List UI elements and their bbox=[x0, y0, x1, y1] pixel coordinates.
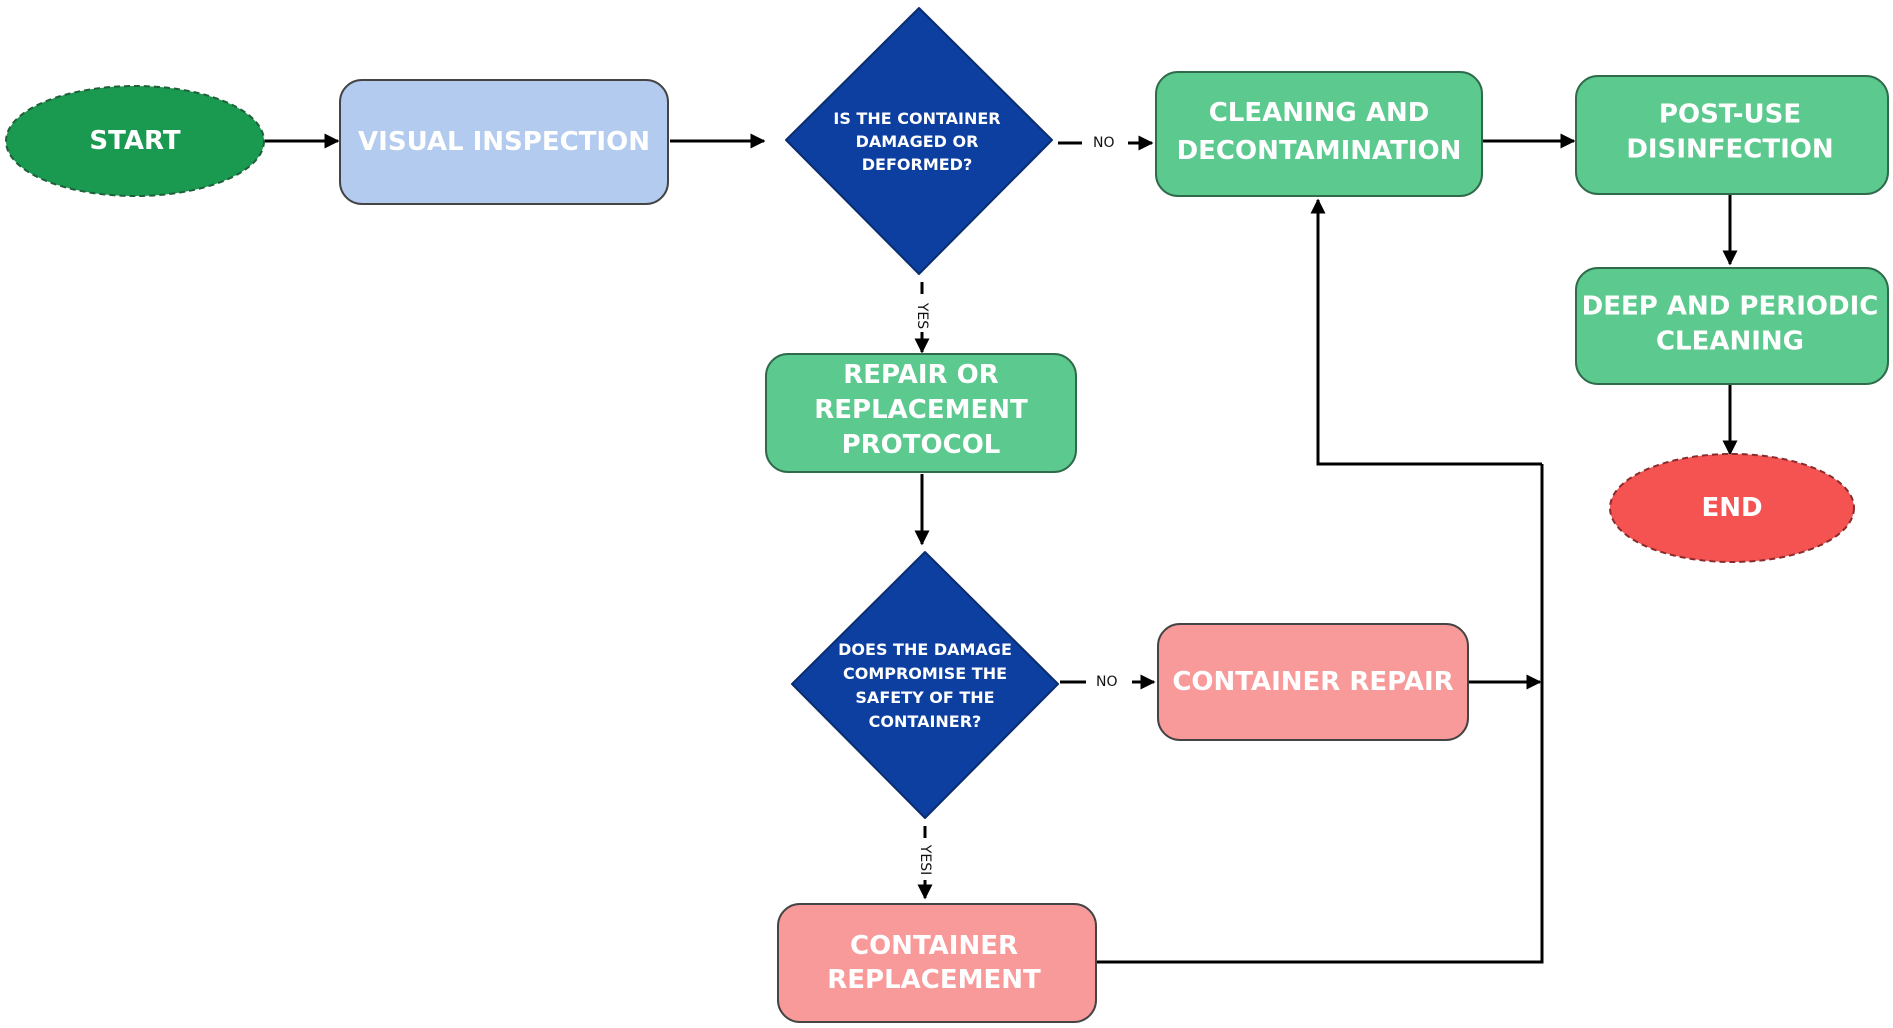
post-use-label: POST-USE DISINFECTION bbox=[1626, 100, 1833, 165]
repair-protocol-box bbox=[765, 353, 1077, 473]
edge-label-no-1: NO bbox=[1093, 135, 1115, 151]
node-deep-cleaning: DEEP AND PERIODIC CLEANING bbox=[1575, 267, 1889, 385]
decision-safety-label-line-4: CONTAINER? bbox=[869, 712, 982, 731]
cleaning-label-line-1: CLEANING AND bbox=[1209, 98, 1430, 128]
post-use-label-line-2: DISINFECTION bbox=[1626, 135, 1833, 165]
visual-inspection-label: VISUAL INSPECTION bbox=[358, 127, 650, 157]
node-container-replacement: CONTAINER REPLACEMENT bbox=[777, 903, 1097, 1023]
deep-cleaning-label: DEEP AND PERIODIC CLEANING bbox=[1582, 292, 1879, 357]
edge-label-no-2: NO bbox=[1096, 674, 1118, 690]
node-post-use: POST-USE DISINFECTION bbox=[1575, 75, 1889, 195]
node-cleaning: CLEANING AND DECONTAMINATION bbox=[1155, 71, 1483, 197]
decision-safety-label: DOES THE DAMAGE COMPROMISE THE SAFETY OF T… bbox=[838, 640, 1012, 731]
container-replacement-label-line-1: CONTAINER bbox=[850, 931, 1018, 961]
repair-protocol-label-line-3: PROTOCOL bbox=[842, 430, 1001, 460]
decision-safety-label-line-1: DOES THE DAMAGE bbox=[838, 640, 1012, 659]
decision-safety-diamond bbox=[791, 551, 1059, 819]
end-label: END bbox=[1701, 493, 1762, 523]
decision-damaged-label-line-2: DAMAGED OR bbox=[856, 132, 979, 151]
decision-safety-label-line-2: COMPROMISE THE bbox=[843, 664, 1007, 683]
connectors bbox=[264, 133, 1738, 964]
cleaning-label-line-2: DECONTAMINATION bbox=[1177, 136, 1462, 166]
start-label-line-1: START bbox=[89, 126, 180, 156]
post-use-label-line-1: POST-USE bbox=[1659, 100, 1801, 130]
deep-cleaning-label-line-1: DEEP AND PERIODIC bbox=[1582, 292, 1879, 322]
edge-replacement-to-bus bbox=[1096, 464, 1544, 964]
post-use-box bbox=[1575, 75, 1889, 195]
node-visual-inspection: VISUAL INSPECTION bbox=[339, 79, 669, 205]
repair-protocol-label-line-2: REPLACEMENT bbox=[814, 395, 1028, 425]
node-decision-safety: DOES THE DAMAGE COMPROMISE THE SAFETY OF T… bbox=[791, 551, 1059, 819]
visual-inspection-box bbox=[339, 79, 669, 205]
start-terminal-shape bbox=[5, 85, 265, 197]
deep-cleaning-box bbox=[1575, 267, 1889, 385]
container-replacement-label: CONTAINER REPLACEMENT bbox=[827, 931, 1041, 995]
decision-damaged-label-line-3: DEFORMED? bbox=[862, 155, 972, 174]
cleaning-box bbox=[1155, 71, 1483, 197]
container-replacement-box bbox=[777, 903, 1097, 1023]
edge-label-yes-1: YES bbox=[914, 302, 930, 329]
decision-damaged-label: IS THE CONTAINER DAMAGED OR DEFORMED? bbox=[833, 109, 1000, 174]
container-repair-label: CONTAINER REPAIR bbox=[1172, 667, 1453, 697]
end-terminal-shape bbox=[1609, 453, 1855, 563]
cleaning-label: CLEANING AND DECONTAMINATION bbox=[1177, 98, 1462, 166]
node-decision-damaged: IS THE CONTAINER DAMAGED OR DEFORMED? bbox=[785, 7, 1053, 275]
node-repair-protocol: REPAIR OR REPLACEMENT PROTOCOL bbox=[765, 353, 1077, 473]
visual-inspection-label-line-1: VISUAL INSPECTION bbox=[358, 127, 650, 157]
container-repair-label-line-1: CONTAINER REPAIR bbox=[1172, 667, 1453, 697]
edge-bus-to-cleaning bbox=[1310, 198, 1542, 466]
container-replacement-label-line-2: REPLACEMENT bbox=[827, 965, 1041, 995]
deep-cleaning-label-line-2: CLEANING bbox=[1656, 327, 1804, 357]
node-container-repair: CONTAINER REPAIR bbox=[1157, 623, 1469, 741]
container-repair-box bbox=[1157, 623, 1469, 741]
decision-damaged-diamond bbox=[785, 7, 1053, 275]
start-label: START bbox=[89, 126, 180, 156]
repair-protocol-label: REPAIR OR REPLACEMENT PROTOCOL bbox=[814, 360, 1028, 460]
node-start: START bbox=[5, 85, 265, 197]
node-end: END bbox=[1609, 453, 1855, 563]
end-label-line-1: END bbox=[1701, 493, 1762, 523]
decision-damaged-label-line-1: IS THE CONTAINER bbox=[833, 109, 1000, 128]
decision-safety-label-line-3: SAFETY OF THE bbox=[855, 688, 994, 707]
repair-protocol-label-line-1: REPAIR OR bbox=[843, 360, 998, 390]
edge-label-yes-2: YESI bbox=[917, 844, 933, 875]
